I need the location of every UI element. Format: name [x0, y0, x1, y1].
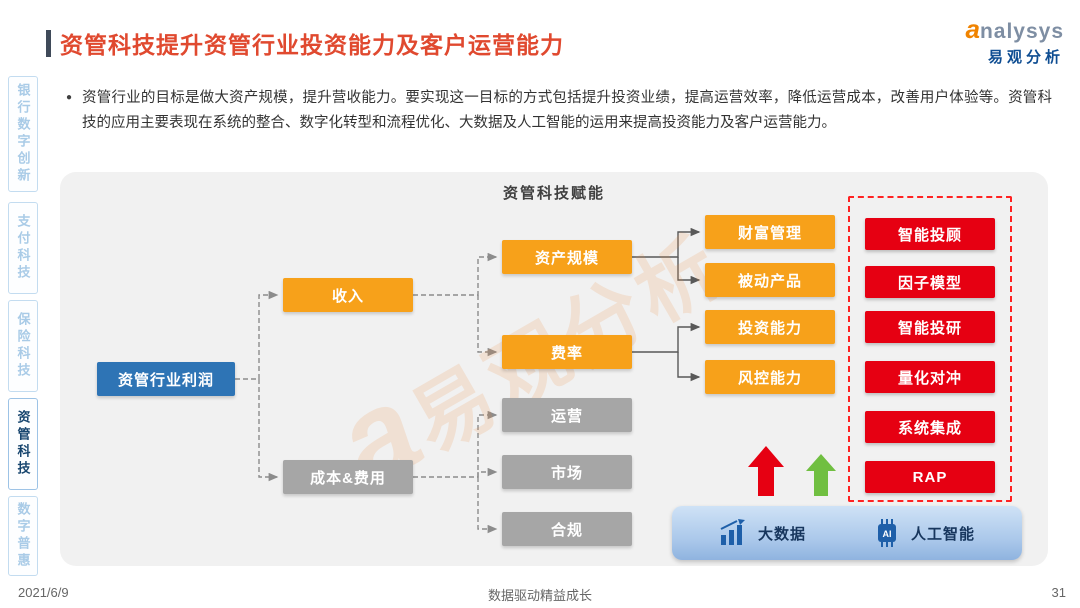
page-title: 资管科技提升资管行业投资能力及客户运营能力: [60, 32, 564, 58]
sidebar-item-asset-mgmt-tech[interactable]: 资管科技: [8, 398, 38, 490]
sidebar-item-banking-digital[interactable]: 银行数字创新: [8, 76, 38, 192]
tech-rap: RAP: [865, 461, 995, 493]
sidebar-item-label: 数字普惠: [15, 502, 31, 570]
node-operation: 运营: [502, 398, 632, 432]
tech-smart-advisor: 智能投顾: [865, 218, 995, 250]
tech-dashed-frame: [848, 196, 1012, 502]
analysys-logo: a nalysys 易观分析: [965, 14, 1064, 67]
node-passive-product: 被动产品: [705, 263, 835, 297]
green-up-arrow-icon: [806, 454, 836, 496]
svg-text:AI: AI: [883, 529, 892, 539]
node-invest-ability: 投资能力: [705, 310, 835, 344]
tech-smart-research: 智能投研: [865, 311, 995, 343]
logo-a-swirl-icon: a: [965, 14, 980, 44]
bigdata-group: 大数据: [719, 519, 806, 547]
tech-quant-hedging: 量化对冲: [865, 361, 995, 393]
node-compliance: 合规: [502, 512, 632, 546]
sidebar-item-insurance-tech[interactable]: 保险科技: [8, 300, 38, 392]
node-market: 市场: [502, 455, 632, 489]
diagram-title: 资管科技赋能: [502, 185, 605, 202]
title-accent-bar: [46, 30, 51, 57]
bigdata-icon: [720, 519, 745, 545]
sidebar-item-digital-inclusion[interactable]: 数字普惠: [8, 496, 38, 576]
sidebar-item-payment-tech[interactable]: 支付科技: [8, 202, 38, 294]
footer-slogan: 数据驱动精益成长: [487, 588, 592, 603]
logo-brand-rest: nalysys: [979, 20, 1064, 43]
node-cost-expense: 成本&费用: [283, 460, 413, 494]
ai-label: 人工智能: [911, 525, 976, 543]
sidebar-item-label: 资管科技: [15, 410, 31, 478]
node-income: 收入: [283, 278, 413, 312]
footer-date: 2021/6/9: [18, 585, 69, 600]
intro-paragraph: ● 资管行业的目标是做大资产规模，提升营收能力。要实现这一目标的方式包括提升投资…: [66, 86, 1052, 135]
intro-text: 资管行业的目标是做大资产规模，提升营收能力。要实现这一目标的方式包括提升投资业绩…: [82, 90, 1052, 131]
node-asset-scale: 资产规模: [502, 240, 632, 274]
bigdata-label: 大数据: [757, 525, 806, 543]
page-number: 31: [1051, 585, 1066, 600]
node-risk-control: 风控能力: [705, 360, 835, 394]
ai-group: AI 人工智能: [872, 519, 975, 547]
sidebar-item-label: 支付科技: [15, 214, 31, 282]
logo-subtitle: 易观分析: [987, 49, 1064, 66]
tech-system-integration: 系统集成: [865, 411, 995, 443]
bullet-icon: ●: [66, 92, 73, 103]
tech-factor-model: 因子模型: [865, 266, 995, 298]
red-up-arrow-icon: [748, 446, 784, 496]
diagram-panel: a 易观分析 资管科技赋能 资管行业利润 收入 成本&费用 资产规模 费率 运营…: [60, 172, 1048, 566]
ai-chip-icon: AI: [878, 519, 896, 547]
node-wealth-management: 财富管理: [705, 215, 835, 249]
node-industry-profit: 资管行业利润: [97, 362, 235, 396]
logo-brand: a nalysys: [965, 14, 1064, 45]
tech-foundation-bar: 大数据 AI 人工智能: [672, 506, 1022, 560]
sidebar-item-label: 银行数字创新: [15, 83, 31, 185]
sidebar-item-label: 保险科技: [15, 312, 31, 380]
node-fee-rate: 费率: [502, 335, 632, 369]
